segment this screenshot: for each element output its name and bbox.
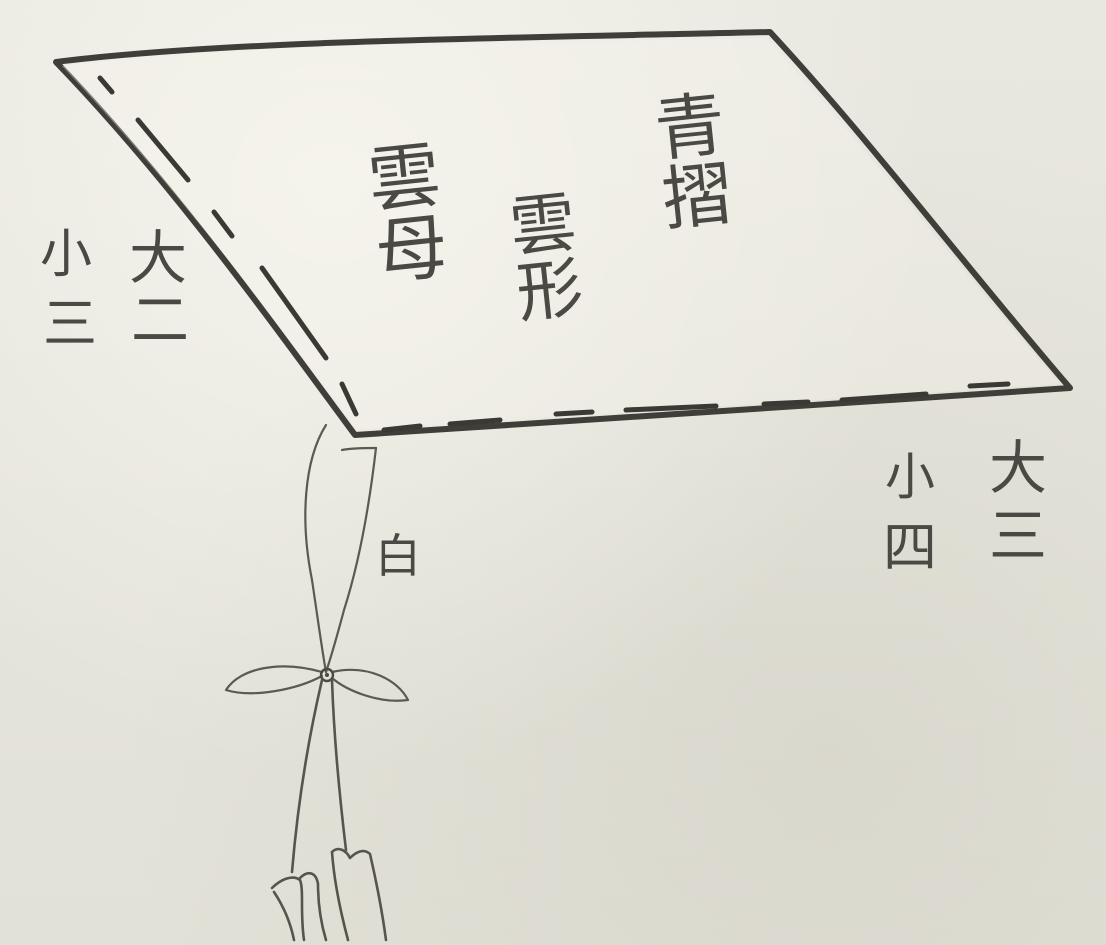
left-edge-dashes [97, 75, 359, 417]
right-small-label: 小 [885, 448, 935, 506]
sail-surface [62, 38, 1060, 429]
hanging-strands [290, 678, 348, 874]
left-large-value: 二 [131, 286, 189, 354]
tassels [270, 847, 388, 942]
right-dimension-labels: 大 三 小 四 [883, 434, 1047, 579]
sail-text-col2: 雲形 [495, 186, 585, 325]
sail-text-col3: 青摺 [640, 86, 736, 234]
bow-knot [224, 665, 410, 702]
right-large-label: 大 [989, 434, 1047, 502]
sail-outline [53, 29, 1073, 438]
sail-inscription: 雲母 雲形 青摺 [352, 86, 736, 326]
right-large-value: 三 [989, 502, 1047, 570]
bottom-edge-dashes [381, 381, 1011, 433]
left-small-value: 三 [43, 292, 97, 355]
left-dimension-labels: 大 二 小 三 [40, 224, 189, 355]
left-large-label: 大 [129, 224, 187, 292]
sail-text-col1: 雲母 [352, 136, 451, 288]
left-small-label: 小 [40, 225, 92, 285]
right-small-value: 四 [883, 516, 937, 579]
cord-label: 白 [375, 529, 421, 583]
bridle-cords [304, 423, 378, 674]
